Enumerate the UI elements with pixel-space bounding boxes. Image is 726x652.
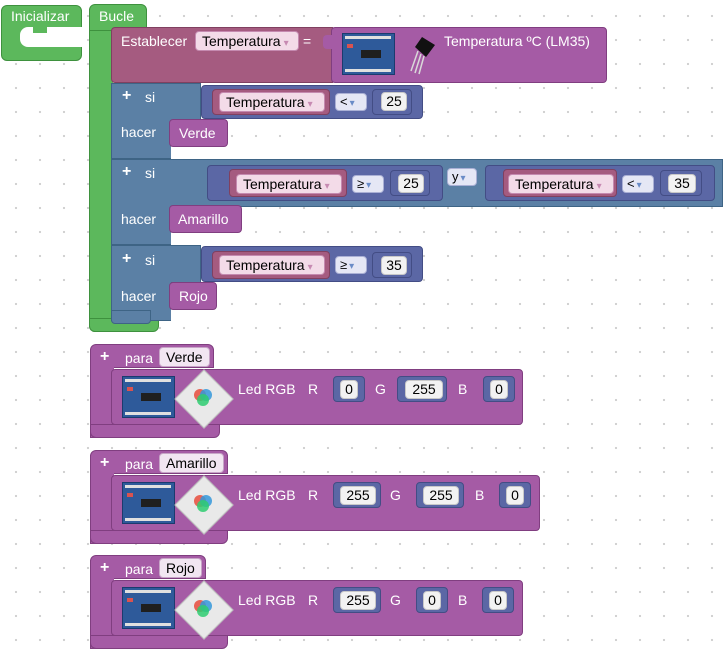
procedure-label: para xyxy=(125,561,154,577)
variable-dropdown[interactable]: Temperatura▾ xyxy=(236,174,342,194)
arduino-board-icon xyxy=(342,33,395,75)
r-label: R xyxy=(308,381,319,397)
g-label: G xyxy=(375,381,386,397)
sensor-label: Temperatura ºC (LM35) xyxy=(444,33,590,49)
loop-label: Bucle xyxy=(99,8,135,24)
b-value-input[interactable]: 0 xyxy=(489,591,507,610)
g-value-input[interactable]: 255 xyxy=(405,380,443,399)
plus-icon[interactable]: + xyxy=(100,348,110,365)
chevron-down-icon: ▾ xyxy=(349,261,355,272)
variable-dropdown[interactable]: Temperatura▾ xyxy=(508,174,614,194)
loop-block-spine xyxy=(89,30,113,332)
if-block-3[interactable] xyxy=(111,245,201,283)
r-value-input[interactable]: 255 xyxy=(340,486,376,505)
call-label: Verde xyxy=(179,125,216,141)
if-label: si xyxy=(145,165,156,181)
call-block-verde[interactable] xyxy=(169,119,228,147)
plus-icon[interactable]: + xyxy=(122,163,132,180)
procedure-label: para xyxy=(125,350,154,366)
g-label: G xyxy=(390,592,401,608)
number-input[interactable]: 35 xyxy=(668,174,696,193)
b-value-input[interactable]: 0 xyxy=(506,486,524,505)
r-value-input[interactable]: 255 xyxy=(340,591,376,610)
procedure-name-input[interactable]: Verde xyxy=(159,347,210,367)
b-value-input[interactable]: 0 xyxy=(490,380,508,399)
number-input[interactable]: 25 xyxy=(398,174,424,193)
variable-dropdown[interactable]: Temperatura▾ xyxy=(219,92,325,112)
led-label: Led RGB xyxy=(238,487,296,503)
number-input[interactable]: 25 xyxy=(381,92,407,111)
call-label: Amarillo xyxy=(178,211,229,227)
chevron-down-icon: ▾ xyxy=(283,38,289,49)
operator-dropdown[interactable]: ≥▾ xyxy=(335,256,367,274)
arduino-board-icon xyxy=(122,376,175,418)
b-label: B xyxy=(458,592,468,608)
chevron-down-icon: ▾ xyxy=(596,181,602,192)
led-label: Led RGB xyxy=(238,592,296,608)
if-label: si xyxy=(145,252,156,268)
procedure-name-input[interactable]: Amarillo xyxy=(159,453,224,473)
call-block-amarillo[interactable] xyxy=(169,205,242,233)
chevron-down-icon: ▾ xyxy=(460,173,466,184)
arduino-board-icon xyxy=(122,587,175,629)
plus-icon[interactable]: + xyxy=(100,454,110,471)
r-label: R xyxy=(308,592,319,608)
b-label: B xyxy=(475,487,485,503)
plus-icon[interactable]: + xyxy=(122,250,132,267)
operator-dropdown[interactable]: ≥▾ xyxy=(352,175,384,193)
rgb-led-icon xyxy=(174,580,234,640)
operator-dropdown[interactable]: <▾ xyxy=(335,93,367,111)
b-label: B xyxy=(458,381,468,397)
chevron-down-icon: ▾ xyxy=(307,99,313,110)
number-input[interactable]: 35 xyxy=(381,256,407,275)
equals-label: = xyxy=(303,33,312,49)
g-value-input[interactable]: 255 xyxy=(423,486,459,505)
if-label: si xyxy=(145,89,156,105)
g-value-input[interactable]: 0 xyxy=(423,591,441,610)
chevron-down-icon: ▾ xyxy=(636,180,642,191)
call-label: Rojo xyxy=(179,288,208,304)
init-label: Inicializar xyxy=(11,8,70,24)
operator-dropdown[interactable]: <▾ xyxy=(622,175,654,193)
chevron-down-icon: ▾ xyxy=(366,180,372,191)
rgb-led-icon xyxy=(174,369,234,429)
lm35-temperature-sensor-icon xyxy=(410,35,442,75)
do-label: hacer xyxy=(121,211,157,227)
r-label: R xyxy=(308,487,319,503)
plus-icon[interactable]: + xyxy=(100,559,110,576)
plus-icon[interactable]: + xyxy=(122,87,132,104)
arduino-board-icon xyxy=(122,482,175,524)
procedure-label: para xyxy=(125,456,154,472)
g-label: G xyxy=(390,487,401,503)
do-label: hacer xyxy=(121,288,157,304)
set-label: Establecer xyxy=(121,33,188,49)
call-block-rojo[interactable] xyxy=(169,282,217,310)
procedure-name-input[interactable]: Rojo xyxy=(159,558,202,578)
do-label: hacer xyxy=(121,124,157,140)
variable-dropdown[interactable]: Temperatura▾ xyxy=(219,255,325,275)
chevron-down-icon: ▾ xyxy=(349,98,355,109)
chevron-down-icon: ▾ xyxy=(324,181,330,192)
set-variable-dropdown[interactable]: Temperatura▾ xyxy=(195,31,299,51)
led-label: Led RGB xyxy=(238,381,296,397)
chevron-down-icon: ▾ xyxy=(307,262,313,273)
logic-join-dropdown[interactable]: y▾ xyxy=(447,168,477,186)
rgb-led-icon xyxy=(174,475,234,535)
r-value-input[interactable]: 0 xyxy=(340,380,358,399)
